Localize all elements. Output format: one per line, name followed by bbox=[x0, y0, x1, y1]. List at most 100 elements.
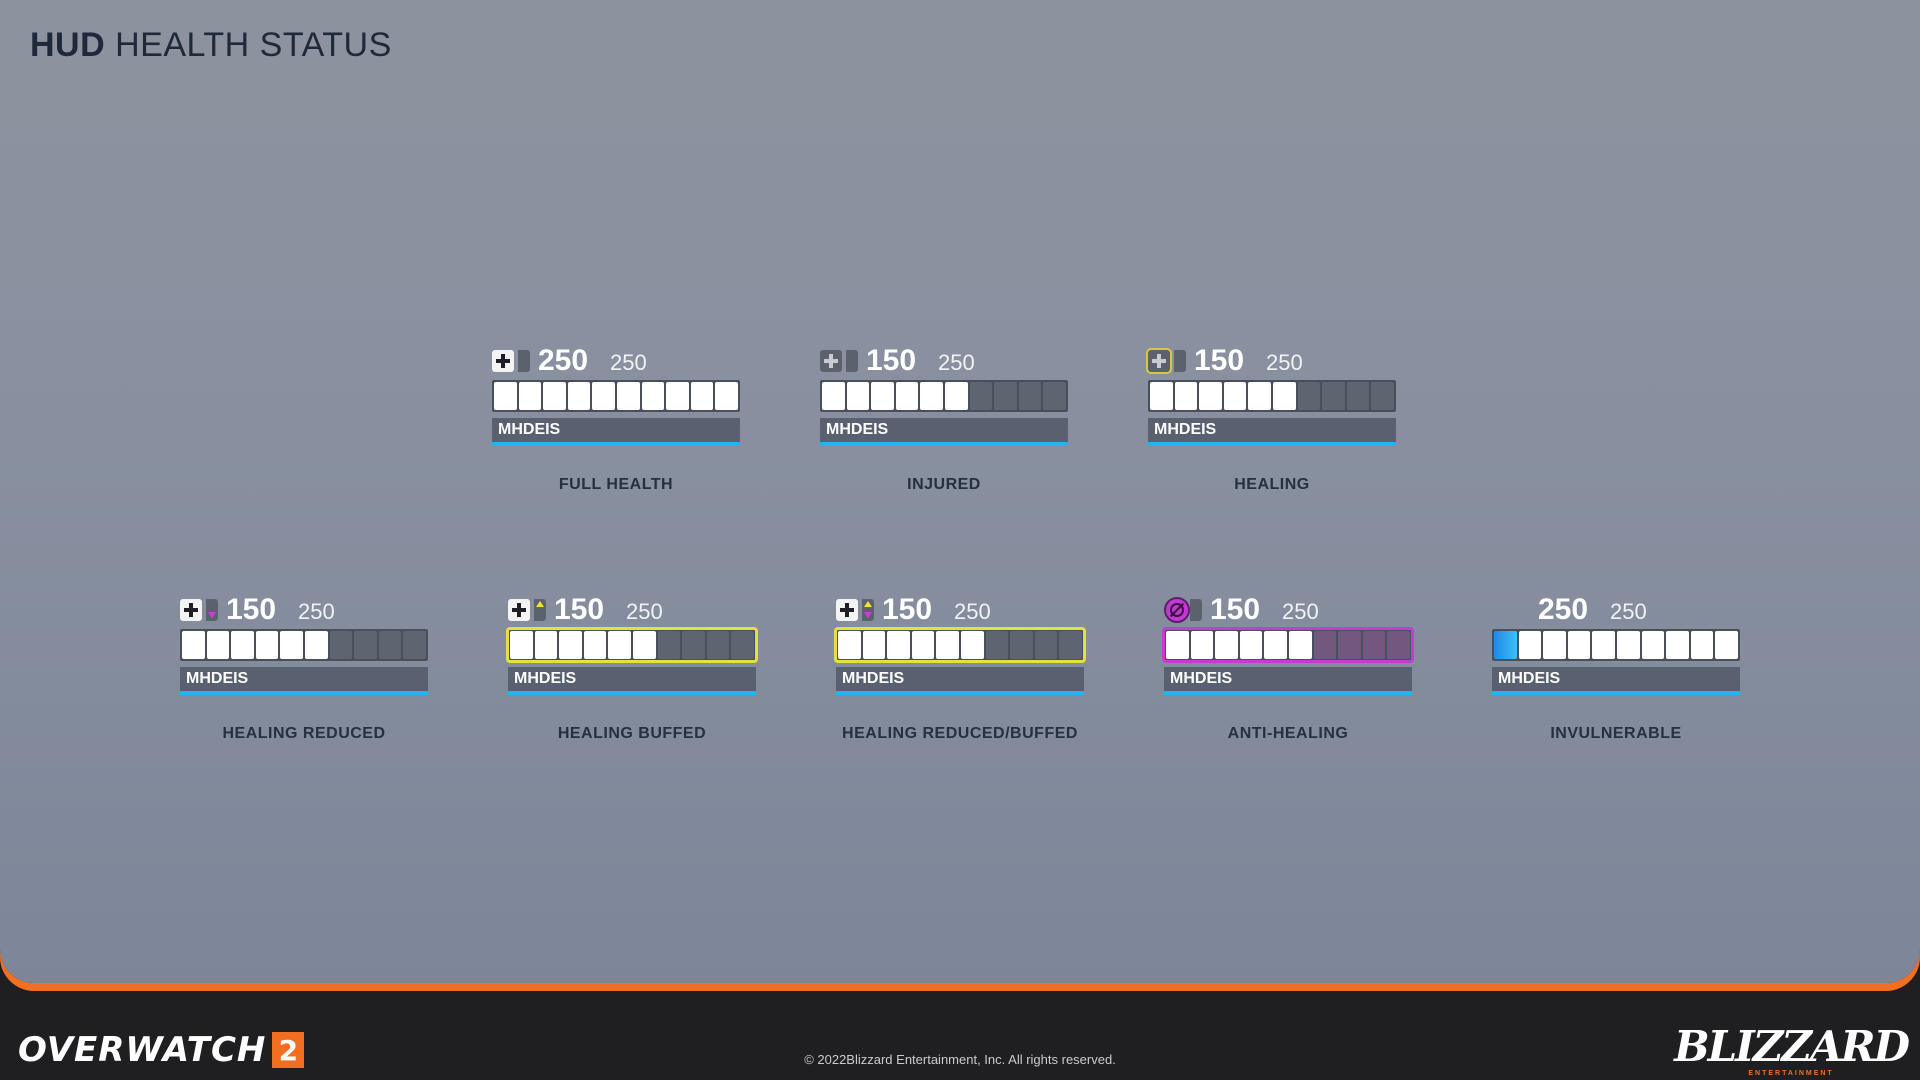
name-plate: MHDEIS bbox=[836, 667, 1084, 695]
health-segment-empty bbox=[1043, 382, 1066, 410]
health-segment-empty bbox=[985, 631, 1009, 659]
hero-name: MHDEIS bbox=[186, 670, 249, 687]
hero-name: MHDEIS bbox=[498, 421, 561, 438]
health-segment-empty bbox=[1313, 631, 1337, 659]
health-segment-filled bbox=[567, 382, 591, 410]
health-segment-filled bbox=[534, 631, 558, 659]
heal-buffed-arrow-icon bbox=[536, 601, 544, 607]
health-bar bbox=[492, 380, 740, 412]
health-segment-filled bbox=[1543, 631, 1566, 659]
health-segment-empty bbox=[354, 631, 377, 659]
health-segment-filled bbox=[304, 631, 328, 659]
copyright-text: © 2022Blizzard Entertainment, Inc. All r… bbox=[804, 1052, 1116, 1067]
health-segment-filled bbox=[182, 631, 205, 659]
health-segment-filled bbox=[231, 631, 254, 659]
hero-name: MHDEIS bbox=[1498, 670, 1561, 687]
icon-tab bbox=[846, 350, 858, 372]
state-caption: HEALING REDUCED bbox=[222, 725, 386, 742]
health-segment-filled bbox=[936, 631, 959, 659]
heal-buffed-arrow-icon bbox=[864, 601, 872, 607]
anti-heal-icon bbox=[1164, 597, 1190, 623]
health-bar bbox=[820, 380, 1068, 412]
health-segment-filled bbox=[1592, 631, 1615, 659]
health-segment-filled bbox=[1215, 631, 1238, 659]
hero-name: MHDEIS bbox=[842, 670, 905, 687]
name-plate: MHDEIS bbox=[180, 667, 428, 695]
hero-name: MHDEIS bbox=[826, 421, 889, 438]
heal-cross-icon bbox=[820, 350, 842, 372]
publisher-word: BLIZZARD bbox=[1674, 1022, 1910, 1071]
state-caption: HEALING bbox=[1234, 476, 1310, 493]
page-title: HUD HEALTH STATUS bbox=[30, 26, 392, 64]
hp-current: 150 bbox=[1194, 344, 1245, 377]
health-segment-filled bbox=[592, 382, 615, 410]
state-caption: INVULNERABLE bbox=[1550, 725, 1682, 742]
name-plate: MHDEIS bbox=[1164, 667, 1412, 695]
health-segment-filled bbox=[1641, 631, 1665, 659]
health-segment-filled bbox=[608, 631, 631, 659]
health-segment-empty bbox=[706, 631, 730, 659]
health-segment-empty bbox=[1297, 382, 1321, 410]
health-segment-filled bbox=[1494, 631, 1517, 659]
heal-cross-icon bbox=[180, 599, 202, 621]
icon-tab bbox=[1174, 350, 1186, 372]
name-plate: MHDEIS bbox=[508, 667, 756, 695]
health-segment-filled bbox=[1174, 382, 1198, 410]
health-segment-filled bbox=[887, 631, 910, 659]
health-segment-empty bbox=[1322, 382, 1345, 410]
health-segment-filled bbox=[690, 382, 714, 410]
health-segment-filled bbox=[1715, 631, 1738, 659]
health-segment-empty bbox=[731, 631, 754, 659]
heal-cross-icon bbox=[492, 350, 514, 372]
health-segment-empty bbox=[1371, 382, 1394, 410]
health-segment-filled bbox=[543, 382, 566, 410]
health-segment-filled bbox=[1166, 631, 1189, 659]
health-segment-filled bbox=[510, 631, 533, 659]
health-segment-filled bbox=[1567, 631, 1591, 659]
health-segment-empty bbox=[682, 631, 705, 659]
health-segment-filled bbox=[846, 382, 870, 410]
health-segment-empty bbox=[1010, 631, 1033, 659]
health-segment-empty bbox=[1034, 631, 1058, 659]
hp-max: 250 bbox=[610, 350, 647, 375]
hud-full-health: 250 250 MHDEIS FULL HEALTH bbox=[492, 344, 742, 493]
hud-healing: 150 250 MHDEIS HEALING bbox=[1146, 344, 1398, 493]
heal-cross-icon bbox=[1146, 348, 1172, 374]
health-segment-filled bbox=[1190, 631, 1214, 659]
health-bar bbox=[1492, 629, 1740, 661]
state-caption: FULL HEALTH bbox=[558, 476, 674, 493]
state-caption: INJURED bbox=[907, 476, 981, 493]
health-segment-empty bbox=[1018, 382, 1042, 410]
health-segment-filled bbox=[1239, 631, 1263, 659]
hud-healing-reduced-buffed: 150 250 MHDEIS HEALING REDUCED/BUFFED bbox=[834, 593, 1086, 742]
health-segment-empty bbox=[1362, 631, 1386, 659]
health-segment-empty bbox=[994, 382, 1017, 410]
health-segment-filled bbox=[666, 382, 689, 410]
health-segment-empty bbox=[1059, 631, 1082, 659]
health-segment-filled bbox=[559, 631, 582, 659]
health-segment-empty bbox=[329, 631, 353, 659]
hp-current: 150 bbox=[866, 344, 917, 377]
health-segment-filled bbox=[1518, 631, 1542, 659]
hero-name: MHDEIS bbox=[1154, 421, 1217, 438]
overwatch-2-logo: OVERWATCH 2 bbox=[18, 1030, 305, 1070]
hp-current: 150 bbox=[554, 593, 605, 626]
hp-current: 150 bbox=[226, 593, 277, 626]
health-segment-filled bbox=[1666, 631, 1689, 659]
health-segment-filled bbox=[1690, 631, 1714, 659]
health-segment-filled bbox=[518, 382, 542, 410]
health-segment-filled bbox=[1199, 382, 1222, 410]
hero-name: MHDEIS bbox=[1170, 670, 1233, 687]
hp-max: 250 bbox=[298, 599, 335, 624]
health-segment-filled bbox=[871, 382, 894, 410]
hp-max: 250 bbox=[954, 599, 991, 624]
health-segment-filled bbox=[1223, 382, 1247, 410]
health-segment-filled bbox=[920, 382, 943, 410]
health-segment-filled bbox=[1150, 382, 1173, 410]
name-plate: MHDEIS bbox=[1492, 667, 1740, 695]
publisher-sub: ENTERTAINMENT bbox=[1748, 1070, 1834, 1077]
health-segment-filled bbox=[1264, 631, 1287, 659]
state-caption: HEALING REDUCED/BUFFED bbox=[842, 725, 1078, 742]
blizzard-logo: BLIZZARD ENTERTAINMENT bbox=[1674, 1022, 1910, 1078]
hp-max: 250 bbox=[938, 350, 975, 375]
